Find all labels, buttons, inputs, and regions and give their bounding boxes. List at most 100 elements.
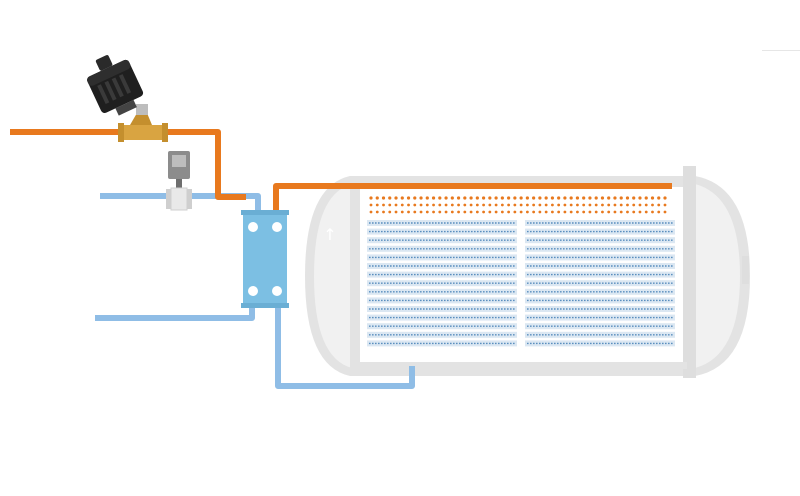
spray-droplet	[444, 196, 448, 200]
spray-droplet	[519, 196, 523, 200]
spray-droplet	[507, 203, 511, 207]
spray-droplet	[619, 203, 623, 207]
spray-droplet	[626, 210, 629, 214]
spray-droplet	[557, 196, 561, 200]
spray-droplet	[407, 203, 410, 207]
spray-droplet	[500, 203, 504, 207]
spray-droplet	[494, 196, 498, 200]
spray-droplet	[613, 196, 617, 200]
spray-droplet	[550, 196, 555, 200]
spray-droplet	[551, 203, 554, 207]
spray-droplet	[619, 196, 623, 200]
spray-droplet	[413, 210, 417, 214]
spray-droplet	[438, 196, 442, 200]
spray-nozzles	[369, 196, 667, 214]
spray-droplet	[513, 210, 517, 214]
spray-droplet	[469, 203, 473, 207]
spray-droplet	[544, 210, 548, 214]
spray-droplet	[538, 210, 542, 214]
spray-droplet	[500, 210, 504, 214]
spray-droplet	[481, 196, 486, 200]
spray-droplet	[557, 203, 561, 207]
spray-droplet	[456, 196, 461, 200]
spray-droplet	[382, 210, 385, 214]
spray-droplet	[607, 210, 611, 214]
spray-droplet	[663, 210, 667, 214]
spray-droplet	[657, 210, 661, 214]
spray-droplet	[494, 203, 498, 207]
plate-heat-exchanger-icon	[241, 210, 289, 308]
spray-droplet	[525, 196, 529, 200]
return-loop-pipe	[275, 305, 415, 389]
spray-droplet	[444, 203, 448, 207]
cold-outlet-pipe	[95, 305, 255, 321]
spray-droplet	[469, 210, 473, 214]
fill-media	[367, 220, 675, 347]
spray-droplet	[457, 203, 460, 207]
spray-droplet	[419, 210, 423, 214]
spray-droplet	[576, 210, 579, 214]
spray-droplet	[400, 203, 404, 207]
spray-droplet	[507, 210, 511, 214]
spray-droplet	[457, 210, 460, 214]
spray-droplet	[644, 203, 648, 207]
spray-droplet	[519, 203, 523, 207]
spray-droplet	[488, 196, 492, 200]
spray-droplet	[532, 196, 536, 200]
spray-droplet	[569, 196, 573, 200]
port-top-left	[248, 222, 258, 232]
spray-droplet	[394, 203, 398, 207]
spray-droplet	[619, 210, 623, 214]
spray-droplet	[413, 196, 417, 200]
tank-right-nozzle	[742, 256, 749, 284]
spray-droplet	[419, 203, 423, 207]
valve-actuator-icon	[87, 55, 168, 142]
spray-droplet	[431, 196, 436, 200]
spray-droplet	[651, 210, 654, 214]
spray-droplet	[638, 203, 642, 207]
spray-droplet	[582, 196, 586, 200]
spray-droplet	[375, 196, 379, 200]
spray-droplet	[557, 210, 561, 214]
spray-droplet	[569, 203, 573, 207]
spray-droplet	[438, 210, 442, 214]
cold-water-piping	[95, 193, 415, 389]
spray-droplet	[513, 196, 517, 200]
spray-droplet	[394, 196, 398, 200]
hot-supply-pipe	[10, 129, 246, 200]
spray-droplet	[494, 210, 498, 214]
cold-inlet-pipe	[100, 193, 261, 214]
spray-droplet	[525, 203, 529, 207]
spray-droplet	[450, 196, 454, 200]
spray-droplet	[650, 196, 655, 200]
spray-droplet	[644, 210, 648, 214]
spray-droplet	[419, 196, 423, 200]
spray-droplet	[601, 203, 604, 207]
arrow-up-icon: ↑	[323, 225, 336, 244]
spray-droplet	[519, 210, 523, 214]
spray-droplet	[626, 203, 629, 207]
spray-droplet	[507, 196, 511, 200]
port-bottom-right	[272, 286, 282, 296]
tank-bottom-rail	[357, 362, 687, 369]
spray-droplet	[594, 196, 598, 200]
spray-droplet	[607, 203, 611, 207]
spray-droplet	[538, 203, 542, 207]
spray-droplet	[475, 203, 479, 207]
spray-droplet	[388, 196, 392, 200]
spray-droplet	[432, 203, 435, 207]
spray-droplet	[588, 203, 592, 207]
spray-droplet	[438, 203, 442, 207]
spray-droplet	[482, 210, 485, 214]
spray-droplet	[432, 210, 435, 214]
spray-droplet	[638, 196, 642, 200]
spray-droplet	[576, 203, 579, 207]
spray-droplet	[406, 196, 411, 200]
spray-droplet	[500, 196, 504, 200]
spray-droplet	[525, 210, 529, 214]
spray-droplet	[638, 210, 642, 214]
spray-droplet	[551, 210, 554, 214]
spray-droplet	[482, 203, 485, 207]
spray-droplet	[381, 196, 386, 200]
